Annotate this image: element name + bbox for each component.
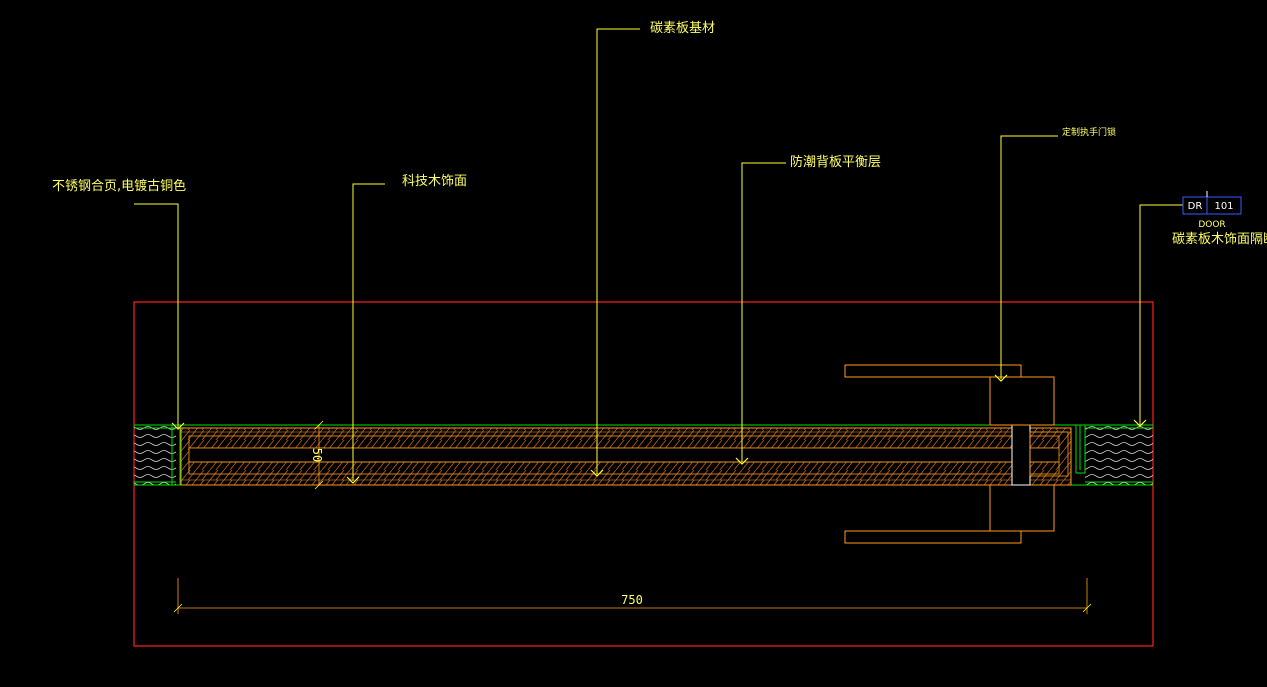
partition-label: 碳素板木饰面隔断 <box>1172 232 1267 247</box>
substrate-label: 碳素板基材 <box>650 21 715 36</box>
leader-lines <box>134 28 1183 481</box>
leader-arrowheads <box>171 374 1147 484</box>
door-leaf-section <box>180 424 1072 486</box>
door-tag-number: 101 <box>1214 201 1233 212</box>
width-dimension-line <box>173 578 1092 614</box>
veneer-label: 科技木饰面 <box>402 174 467 189</box>
door-tag-type: DOOR <box>1198 220 1225 230</box>
handle-assembly <box>844 364 1055 544</box>
hinge-label: 不锈钢合页,电镀古铜色 <box>52 178 186 194</box>
left-wall <box>134 425 176 485</box>
width-dimension: 750 <box>621 593 643 607</box>
door-tag: DR 101 DOOR <box>1182 191 1242 230</box>
door-tag-code: DR <box>1188 201 1203 212</box>
handle-lock-label: 定制执手门锁 <box>1062 126 1116 138</box>
thickness-dimension-line <box>314 420 324 490</box>
right-wall <box>1085 425 1153 485</box>
balance-layer-label: 防潮背板平衡层 <box>790 154 881 170</box>
thickness-dimension: 50 <box>310 448 324 462</box>
